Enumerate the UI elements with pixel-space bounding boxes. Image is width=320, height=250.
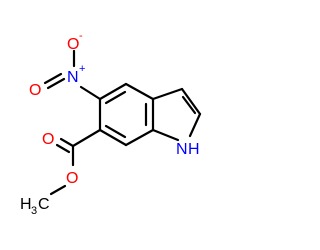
molecule-structure: O - N + O O O H 3 C N H (20, 30, 202, 217)
bond-c2-n1 (188, 112, 202, 138)
bond-ring-double-c4-c5 (104, 90, 127, 105)
atom-o-nitro-left: O (29, 82, 41, 99)
bond-ring-c4-c5 (98, 82, 128, 101)
bond-nitro-n-o-left-double (43, 72, 63, 85)
atom-o-carbonyl: O (42, 131, 54, 148)
charge-plus-nitro-n: + (79, 63, 85, 75)
atom-methyl-subscript: 3 (31, 205, 37, 217)
atom-indole-n: N (176, 141, 188, 158)
bond-ring-c6-c7 (98, 128, 128, 147)
bond-c3-c2 (180, 87, 202, 116)
bond-c3-c2-double (181, 95, 197, 115)
bond-c7a-n1 (151, 128, 180, 142)
atom-methyl-h: H (20, 196, 32, 213)
bond-ring-c7-c7a (124, 128, 155, 147)
bond-c3a-c3 (151, 87, 184, 101)
bond-ring-c3a-c4 (124, 82, 155, 101)
atom-n-nitro: N (67, 69, 79, 86)
bond-ring-double-c6-c7 (104, 124, 127, 139)
bond-carbonyl-o-double-b (55, 143, 71, 154)
charge-minus-nitro-o: - (79, 30, 83, 42)
bond-layer (43, 49, 202, 196)
atom-indole-h: H (188, 141, 200, 158)
bond-ether-o-methyl (49, 184, 67, 196)
bond-c5-nitro-n (79, 85, 102, 101)
atom-o-ether: O (66, 170, 78, 187)
bond-c6-carbonyl (71, 128, 102, 148)
bond-nitro-n-o-left (46, 77, 66, 90)
atom-o-nitro-top: O (67, 36, 79, 53)
bond-carbonyl-o-double-a (59, 137, 75, 148)
atom-label-layer: O - N + O O O H 3 C N H (20, 30, 200, 217)
atom-methyl-c: C (38, 196, 50, 213)
